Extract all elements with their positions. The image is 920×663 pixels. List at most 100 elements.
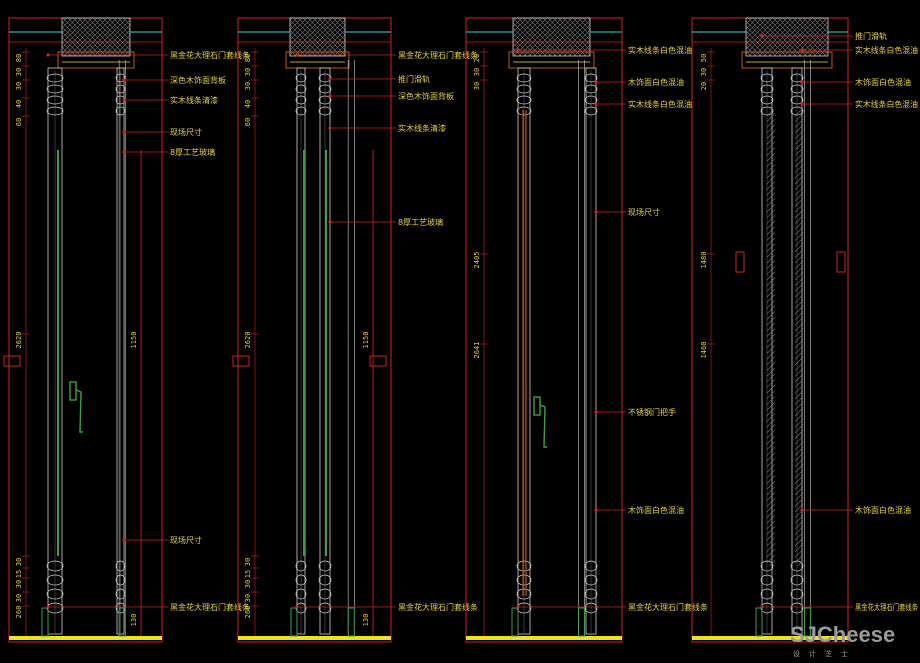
- dimension-right-1: 1150: [362, 332, 370, 349]
- molding-top-ornament: [318, 106, 332, 116]
- leader-dot: [122, 78, 126, 82]
- molding-top-ornament: [516, 95, 532, 105]
- skirting-left: [511, 607, 519, 637]
- material-label-5: 8厚工艺玻璃: [170, 147, 215, 157]
- dimension-left-3: 30: [473, 82, 481, 90]
- door-handle-icon: [533, 396, 541, 416]
- material-label-4: 现场尺寸: [628, 207, 660, 217]
- leader-dot: [594, 410, 598, 414]
- molding-bottom-ornament: [318, 588, 332, 600]
- material-label-3: 深色木饰面背板: [398, 91, 454, 101]
- leader-dot: [46, 605, 50, 609]
- leader-dot: [594, 80, 598, 84]
- floor-line: [9, 636, 162, 640]
- leader-dot: [800, 80, 804, 84]
- molding-top-ornament: [46, 106, 64, 116]
- dimension-left-1: 80: [244, 54, 252, 62]
- molding-top-ornament: [46, 95, 64, 105]
- leader-dot: [594, 210, 598, 214]
- material-label-4: 实木线条清漆: [398, 123, 446, 133]
- material-label-2: 推门滑轨: [398, 74, 430, 84]
- molding-top-ornament: [760, 84, 774, 94]
- material-label-1: 实木线条白色混油: [628, 45, 692, 55]
- dimension-left-10: 30: [244, 594, 252, 602]
- watermark-sub: 设计芝士: [793, 649, 857, 658]
- section-tag-box-right: [369, 355, 387, 367]
- dimension-left-2: 30: [15, 68, 23, 76]
- leader-dot: [594, 102, 598, 106]
- material-label-1: 黑金花大理石门套线条: [398, 50, 478, 60]
- material-label-3: 实木线条清漆: [170, 95, 218, 105]
- material-label-1: 推门滑轨: [855, 31, 887, 41]
- section-tag-box: [735, 251, 745, 273]
- molding-bottom-ornament: [516, 574, 532, 586]
- molding-top-ornament: [295, 84, 307, 94]
- leader-dot: [295, 605, 299, 609]
- leader-dot: [122, 130, 126, 134]
- material-label-3: 木饰面白色混油: [855, 77, 911, 87]
- material-label-2: 木饰面白色混油: [628, 77, 684, 87]
- molding-top-ornament: [760, 73, 774, 83]
- dimension-left-4: 40: [244, 100, 252, 108]
- door-head-trim: [741, 51, 833, 69]
- section-tag-box-right: [836, 251, 846, 273]
- material-label-6: 黑金花大理石门套线条: [398, 602, 478, 612]
- material-label-4: 现场尺寸: [170, 127, 202, 137]
- dimension-right-2: 130: [362, 614, 370, 627]
- molding-top-ornament: [516, 73, 532, 83]
- skirting-right: [804, 607, 812, 637]
- molding-top-ornament: [790, 73, 804, 83]
- molding-bottom-ornament: [584, 574, 598, 586]
- material-label-6: 木饰面白色混油: [628, 505, 684, 515]
- skirting-right: [118, 607, 126, 637]
- dimension-left-1: 50: [700, 54, 708, 62]
- molding-bottom-ornament: [516, 588, 532, 600]
- dimension-left-8: 15: [244, 570, 252, 578]
- molding-top-ornament: [318, 84, 332, 94]
- molding-top-ornament: [790, 95, 804, 105]
- drawing-frame: [237, 17, 392, 643]
- skirting-right: [578, 607, 586, 637]
- dimension-left-5: 1460: [700, 342, 708, 359]
- dimension-left-10: 30: [15, 594, 23, 602]
- dimension-left-5: 60: [244, 118, 252, 126]
- molding-top-ornament: [46, 73, 64, 83]
- molding-top-ornament: [46, 84, 64, 94]
- leader-dot: [328, 220, 332, 224]
- molding-top-ornament: [295, 95, 307, 105]
- material-label-7: 黑金花大理石门套线条: [170, 602, 250, 612]
- molding-bottom-ornament: [584, 560, 598, 572]
- material-label-1: 黑金花大理石门套线条: [170, 50, 250, 60]
- skirting-left: [755, 607, 763, 637]
- skirting-left: [41, 607, 49, 637]
- floor-line: [692, 636, 848, 640]
- leader-dot: [122, 150, 126, 154]
- leader-dot: [122, 98, 126, 102]
- molding-top-ornament: [584, 73, 598, 83]
- material-label-5: 木饰面白色混油: [855, 505, 911, 515]
- molding-top-ornament: [584, 84, 598, 94]
- dimension-left-2: 30: [244, 68, 252, 76]
- panel-hatch-left: [767, 110, 775, 566]
- leader-dot: [800, 102, 804, 106]
- molding-bottom-ornament: [790, 602, 804, 614]
- molding-bottom-ornament: [318, 602, 332, 614]
- leader-dot: [328, 77, 332, 81]
- dimension-left-7: 30: [15, 558, 23, 566]
- molding-bottom-ornament: [760, 588, 774, 600]
- dimension-left-1: 80: [15, 54, 23, 62]
- molding-top-ornament: [584, 95, 598, 105]
- wall-section-hatch: [61, 17, 131, 57]
- door-head-trim: [508, 51, 595, 69]
- dimension-left-5: 60: [15, 118, 23, 126]
- watermark-logo: SJCheese 设计芝士: [790, 622, 895, 658]
- leader-dot: [328, 94, 332, 98]
- leader-dot: [295, 53, 299, 57]
- material-label-2: 深色木饰面背板: [170, 75, 226, 85]
- molding-bottom-ornament: [516, 560, 532, 572]
- material-label-6: 黑金花大理石门套线条: [855, 602, 918, 612]
- dimension-left-11: 260: [15, 606, 23, 619]
- molding-bottom-ornament: [295, 560, 307, 572]
- door-head-trim: [285, 51, 350, 69]
- section-tag-box: [3, 355, 21, 367]
